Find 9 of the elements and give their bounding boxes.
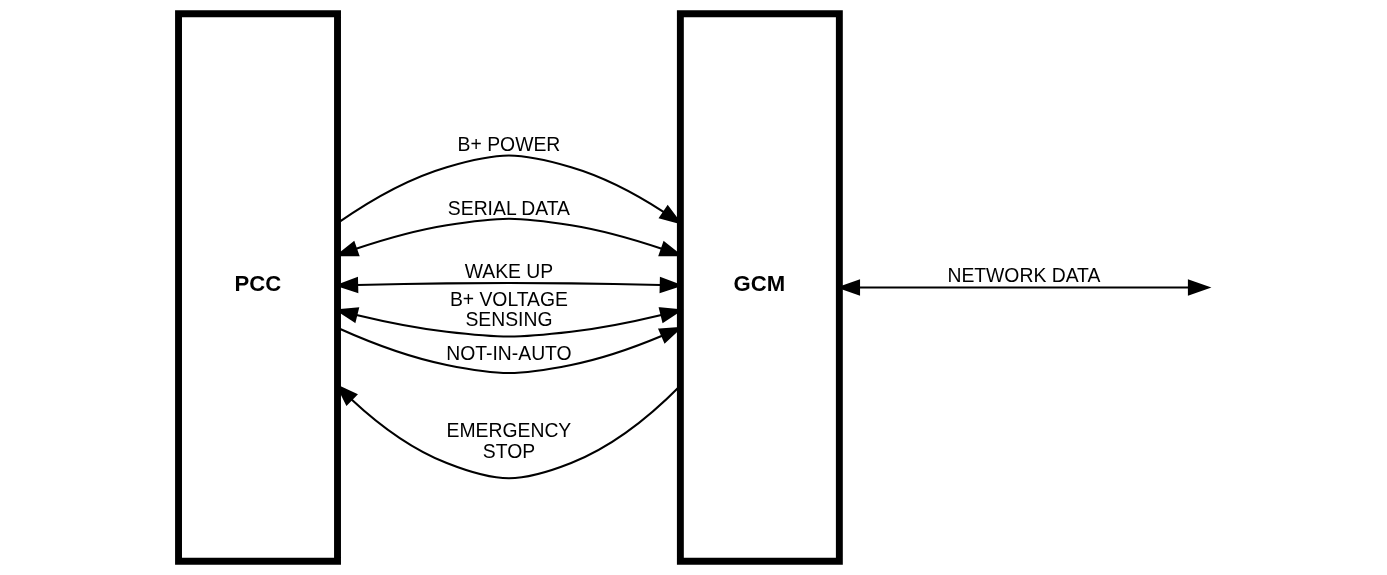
edge-label: B+ VOLTAGE SENSING bbox=[449, 287, 568, 331]
edge-label: EMERGENCY STOP bbox=[446, 419, 571, 462]
edge-label: B+ POWER bbox=[457, 132, 560, 155]
node-box: GCM bbox=[676, 10, 843, 565]
edge-label: NETWORK DATA bbox=[946, 264, 1100, 287]
edge-label: WAKE UP bbox=[464, 260, 553, 283]
edge-label: NOT-IN-AUTO bbox=[445, 341, 572, 364]
edge-label: SERIAL DATA bbox=[447, 196, 570, 219]
node-box: PCC bbox=[174, 10, 341, 565]
